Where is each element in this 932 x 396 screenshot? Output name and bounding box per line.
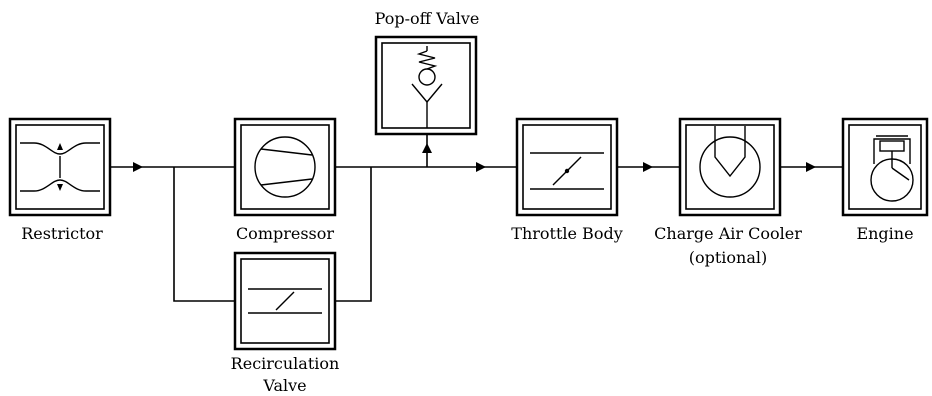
flow-arrow-icon [422, 143, 432, 153]
popoff-valve-block: Pop-off Valve [375, 9, 480, 136]
recirculation-valve-label-line2: Valve [262, 376, 306, 395]
compressor-icon [254, 136, 316, 198]
charge-air-cooler-label-line2: (optional) [689, 248, 768, 267]
flow-arrow-icon [476, 162, 486, 172]
throttle-body-label: Throttle Body [511, 224, 622, 243]
wire-bypass-out [335, 167, 372, 302]
check-valve-icon [411, 46, 443, 128]
restrictor-label: Restrictor [21, 224, 103, 243]
recirculation-valve-label-line1: Recirculation [231, 354, 340, 373]
engine-block: Engine [841, 117, 929, 243]
flow-arrows [133, 143, 816, 172]
compressor-label: Compressor [236, 224, 334, 243]
flow-arrow-icon [806, 162, 816, 172]
charge-air-cooler-block: Charge Air Cooler (optional) [654, 117, 802, 267]
compressor-block: Compressor [233, 117, 337, 243]
engine-label: Engine [856, 224, 913, 243]
connections [110, 134, 843, 302]
popoff-valve-label: Pop-off Valve [375, 9, 480, 28]
wire-bypass-in [173, 167, 235, 302]
engine-icon [870, 135, 914, 202]
heat-exchanger-icon [699, 126, 761, 198]
throttle-body-block: Throttle Body [511, 117, 623, 243]
restrictor-icon [20, 142, 100, 192]
valve-icon [530, 152, 604, 190]
charge-air-cooler-label-line1: Charge Air Cooler [654, 224, 802, 243]
flow-arrow-icon [133, 162, 143, 172]
flow-arrow-icon [643, 162, 653, 172]
recirculation-valve-block: Recirculation Valve [231, 251, 340, 395]
restrictor-block: Restrictor [8, 117, 112, 243]
valve-icon [248, 288, 322, 314]
